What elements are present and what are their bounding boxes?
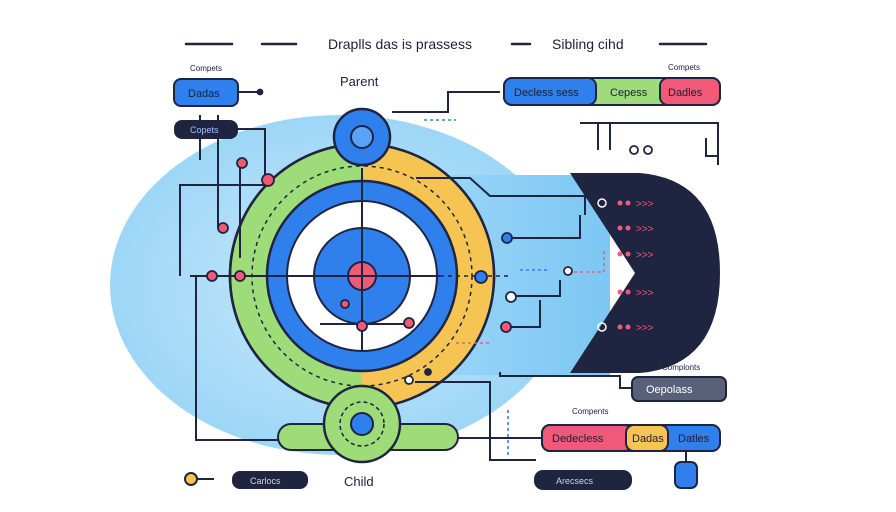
dedecless-label: Dedecless: [552, 433, 604, 445]
decless-sess-label: Decless sess: [514, 87, 579, 99]
child-node-core: [350, 412, 374, 436]
cepess-label: Cepess: [610, 87, 648, 99]
dadas-node-label: Dadas: [188, 88, 220, 100]
oepolass-label: Oepolass: [646, 384, 693, 396]
child-label: Child: [344, 474, 374, 489]
svg-text:>>>: >>>: [636, 224, 654, 235]
compets-left-label: Compets: [190, 64, 222, 73]
header-left-title: Draplls das is prassess: [328, 36, 472, 52]
arecsecs-label: Arecsecs: [556, 476, 594, 486]
copets-node-label: Copets: [190, 125, 219, 135]
compets-right-label: Compets: [668, 63, 700, 72]
carlocs-label: Carlocs: [250, 476, 281, 486]
dadas-bottom-label: Dadas: [632, 433, 664, 445]
oepolass-node[interactable]: [631, 376, 727, 402]
parent-label: Parent: [340, 74, 379, 89]
dadles-top-label: Dadles: [668, 87, 703, 99]
blue-dashed-flows: [424, 119, 548, 455]
carlocs-node[interactable]: [232, 471, 308, 489]
compents-label: Compents: [572, 407, 608, 416]
svg-text:>>>: >>>: [636, 288, 654, 299]
dadas-node[interactable]: [173, 78, 239, 107]
arecsecs-node[interactable]: [534, 470, 632, 490]
arrow-chevrons: >>> >>> >>> >>> >>>: [597, 198, 654, 334]
flow-arrow-head: [570, 173, 720, 373]
right-connectors: [392, 91, 719, 462]
parent-node-core: [350, 125, 374, 149]
bottom-left-dot: [184, 472, 198, 486]
dadles-top-node[interactable]: [659, 77, 721, 106]
complonts-label: Complonts: [662, 363, 700, 372]
pink-dashed-flows: [456, 250, 605, 344]
dadas-bottom-node[interactable]: [625, 424, 669, 452]
header-right-title: Sibling cihd: [552, 36, 624, 52]
datles-label: Datles: [678, 433, 710, 445]
right-connector-dots: [340, 145, 653, 385]
output-cylinder[interactable]: [674, 461, 698, 489]
copets-node[interactable]: [174, 120, 238, 139]
left-connector-dots: [206, 88, 275, 282]
svg-text:>>>: >>>: [636, 250, 654, 261]
svg-text:>>>: >>>: [636, 199, 654, 210]
decless-sess-node[interactable]: [503, 77, 597, 106]
svg-text:>>>: >>>: [636, 323, 654, 334]
